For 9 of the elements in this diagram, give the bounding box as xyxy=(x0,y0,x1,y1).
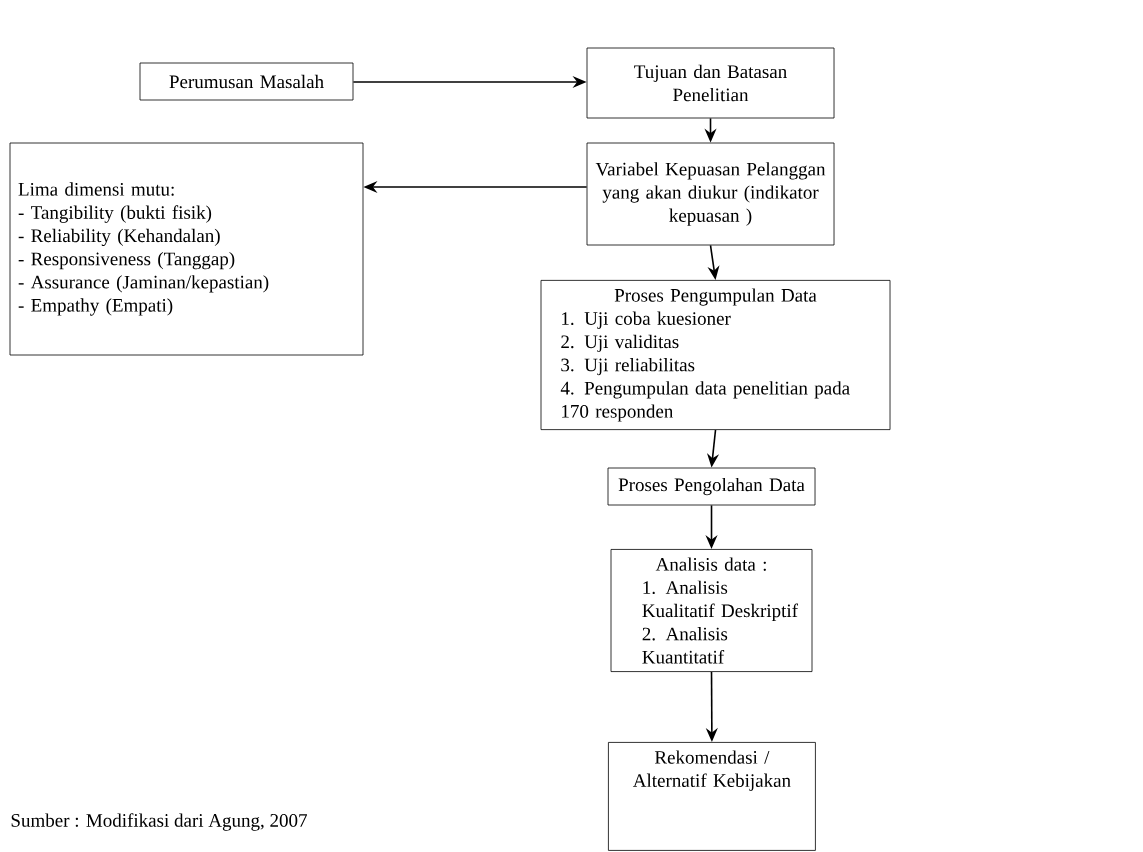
process-box: Tujuan dan Batasan Penelitian xyxy=(586,47,835,119)
process-box: Analisis data : 1. Analisis Kualitatif Deskriptif 2. Analisis Kuantitatif xyxy=(610,549,813,672)
process-box: Perumusan Masalah xyxy=(139,62,354,101)
process-box: Lima dimensi mutu: - Tangibility (bukti fisik) - Reliability (Kehandalan) - Responsiveness (Tanggap) - Assurance (Jaminan/kepastian) - Empathy (Empati) xyxy=(9,142,364,356)
process-box: Proses Pengumpulan Data 1. Uji coba kuesioner 2. Uji validitas 3. Uji reliabilitas 4. Pengumpulan data penelitian pada 170 responden xyxy=(540,280,891,430)
process-box: Variabel Kepuasan Pelanggan yang akan diukur (indikator kepuasan ) xyxy=(586,142,835,246)
process-box: Rekomendasi / Alternatif Kebijakan xyxy=(608,742,816,851)
source-note: Sumber : Modifikasi dari Agung, 2007 xyxy=(11,813,307,831)
process-box: Proses Pengolahan Data xyxy=(607,467,816,506)
